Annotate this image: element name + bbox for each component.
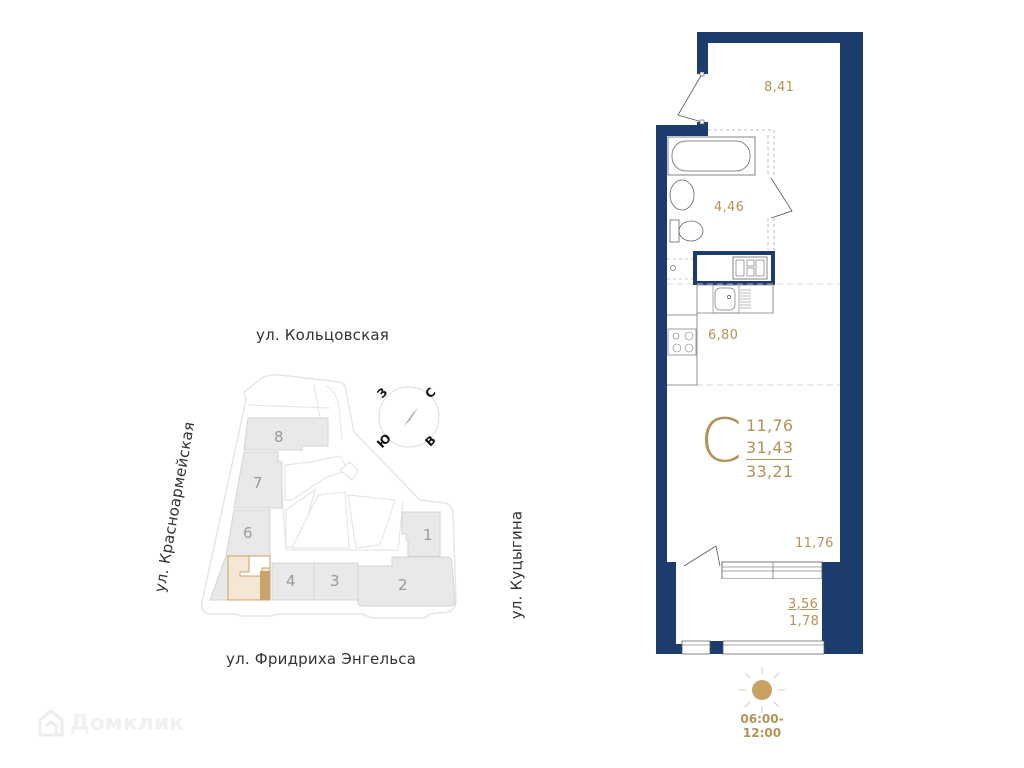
compass: З С Ю В: [374, 382, 444, 452]
summary-divider: [746, 459, 792, 460]
room-area-kitchen: 6,80: [708, 328, 739, 343]
street-label-south: ул. Фридриха Энгельса: [226, 650, 417, 668]
balcony-area-full: 3,56: [788, 597, 819, 612]
building-2-label[interactable]: 2: [398, 576, 408, 594]
compass-icon: [378, 386, 440, 448]
watermark: Домклик: [36, 708, 184, 738]
room-area-hallway: 8,41: [764, 80, 795, 95]
total-area-value: 31,43: [746, 438, 794, 457]
room-area-bathroom: 4,46: [714, 200, 745, 215]
total-with-balcony-value: 33,21: [746, 462, 794, 481]
floor-plan-drawing: [656, 32, 863, 655]
sun-icon: [739, 667, 785, 713]
apartment-type-letter: С: [700, 406, 742, 476]
building-6-label[interactable]: 6: [243, 524, 253, 542]
building-8-label[interactable]: 8: [274, 428, 284, 446]
building-4-label[interactable]: 4: [286, 572, 296, 590]
living-area-value: 11,76: [746, 416, 794, 435]
sun-hours: 06:00-12:00: [740, 712, 784, 740]
apartment-summary: С 11,76 31,43 33,21: [700, 406, 810, 486]
building-7-label[interactable]: 7: [253, 474, 263, 492]
domclick-logo-icon: [38, 709, 64, 737]
building-1-label[interactable]: 1: [423, 526, 433, 544]
room-area-living: 11,76: [795, 536, 834, 551]
watermark-label: Домклик: [70, 710, 185, 736]
street-label-north: ул. Кольцовская: [256, 326, 390, 344]
building-3-label[interactable]: 3: [330, 572, 340, 590]
balcony-area-reduced: 1,78: [789, 614, 820, 629]
site-plan-drawing: [200, 374, 457, 619]
